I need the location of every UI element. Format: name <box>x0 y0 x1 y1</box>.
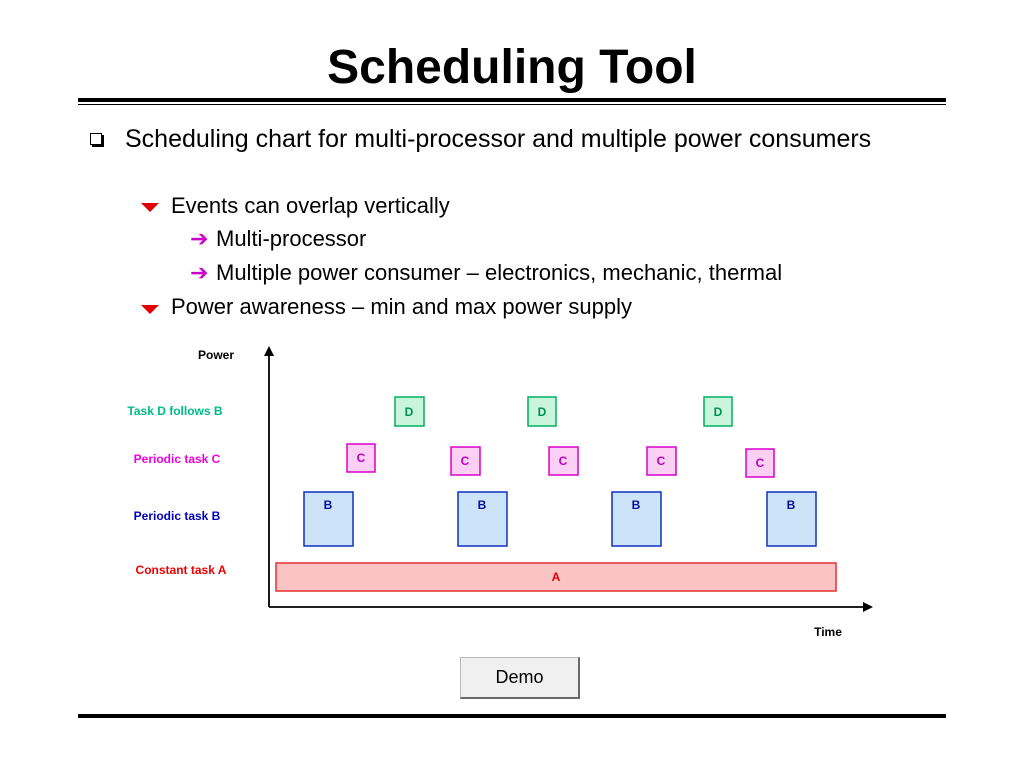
bullet-sub-overlap: Events can overlap vertically <box>171 193 450 218</box>
slide-title: Scheduling Tool <box>327 41 697 94</box>
task-b-label: B <box>787 498 796 512</box>
task-b-label: B <box>478 498 487 512</box>
row-label-task-c: Periodic task C <box>134 452 221 466</box>
x-axis-arrowhead <box>863 602 873 612</box>
bullet-list: Scheduling chart for multi-processor and… <box>0 0 1024 340</box>
task-c-block <box>745 448 775 478</box>
task-d-block <box>703 396 733 427</box>
task-d-block <box>394 396 425 427</box>
task-d-label: D <box>405 405 414 419</box>
bullet-sub-power-awareness: Power awareness – min and max power supp… <box>171 294 633 319</box>
row-label-task-b: Periodic task B <box>134 509 221 523</box>
task-b-block <box>303 491 354 547</box>
y-axis-label: Power <box>198 348 234 362</box>
task-c-block <box>548 446 579 476</box>
task-d-label: D <box>538 405 547 419</box>
task-c-label: C <box>657 454 666 468</box>
task-c-block <box>646 446 677 476</box>
bullet-item-power-consumer: Multiple power consumer – electronics, m… <box>216 260 783 285</box>
hollow-square-icon <box>90 133 102 145</box>
task-c-label: C <box>461 454 470 468</box>
bullet-main: Scheduling chart for multi-processor and… <box>125 125 872 153</box>
red-down-triangle-icon <box>141 203 159 212</box>
title-rule-thick <box>78 98 946 102</box>
task-b-label: B <box>632 498 641 512</box>
y-axis-arrowhead <box>264 346 274 356</box>
task-a-label: A <box>552 570 561 584</box>
task-b-block <box>766 491 817 547</box>
task-b-block <box>611 491 662 547</box>
task-c-label: C <box>756 456 765 470</box>
task-c-block <box>450 446 481 476</box>
task-c-block <box>346 443 376 473</box>
task-c-label: C <box>357 451 366 465</box>
task-d-label: D <box>714 405 723 419</box>
row-label-task-d: Task D follows B <box>127 404 222 418</box>
title-rule-thin <box>78 104 946 105</box>
task-c-label: C <box>559 454 568 468</box>
footer-rule <box>78 714 946 718</box>
bullet-item-multiprocessor: Multi-processor <box>216 226 367 251</box>
task-b-block <box>457 491 508 547</box>
task-d-block <box>527 396 557 427</box>
task-b-label: B <box>324 498 333 512</box>
demo-button[interactable]: Demo <box>460 657 580 699</box>
magenta-right-arrow-icon: ➔ <box>190 226 209 251</box>
magenta-right-arrow-icon: ➔ <box>190 260 209 285</box>
row-label-task-a: Constant task A <box>136 563 227 577</box>
red-down-triangle-icon <box>141 305 159 314</box>
task-a-block <box>275 562 837 592</box>
x-axis-label: Time <box>814 625 842 639</box>
